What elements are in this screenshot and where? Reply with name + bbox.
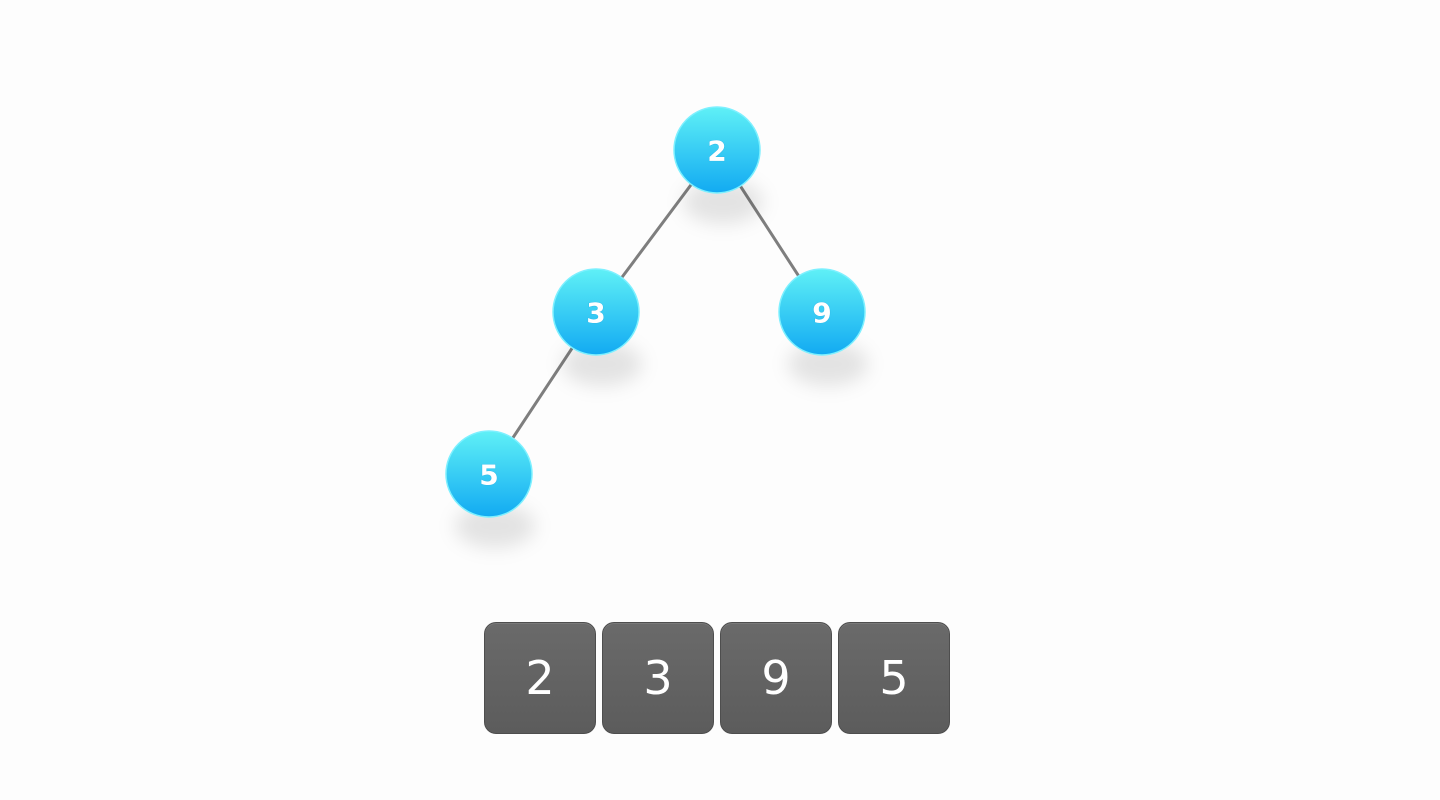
array-cell: 3 [602,622,714,734]
array-cell: 9 [720,622,832,734]
node-label: 3 [586,297,605,330]
array-representation: 2 3 9 5 [484,622,950,734]
node-circle [445,430,533,518]
node-label: 5 [479,459,498,492]
tree-node: 9 [778,268,868,386]
node-label: 2 [707,135,726,168]
node-circle [778,268,866,356]
tree-node: 3 [552,268,642,386]
node-circle [552,268,640,356]
node-circle [673,106,761,194]
tree-edges [487,148,824,476]
array-cell: 2 [484,622,596,734]
tree-nodes: 2 3 9 5 [445,106,868,548]
node-label: 9 [812,297,831,330]
array-cell: 5 [838,622,950,734]
tree-node: 2 [673,106,763,224]
tree-node: 5 [445,430,535,548]
